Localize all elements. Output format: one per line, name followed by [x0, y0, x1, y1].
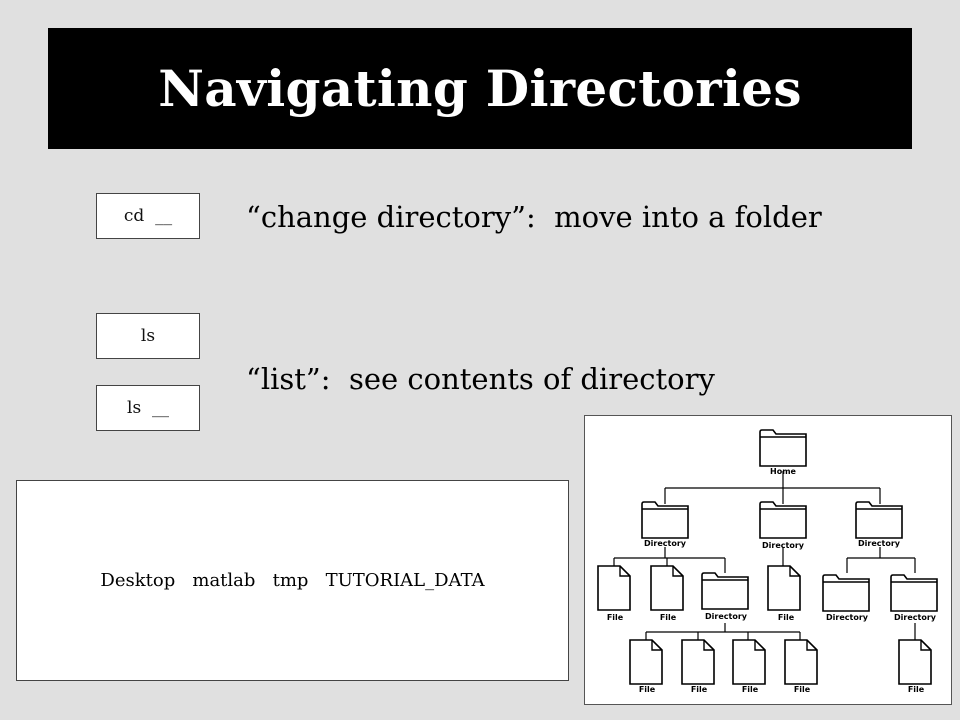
ls-description: “list”: see contents of directory	[246, 362, 715, 396]
ls-command-box: ls	[96, 313, 200, 359]
directory-folder-icon	[822, 574, 870, 612]
terminal-output-box: Desktop matlab tmp TUTORIAL_DATA	[16, 480, 569, 681]
directory-label: Directory	[894, 613, 937, 622]
title-bar: Navigating Directories	[48, 28, 912, 149]
terminal-output-text: Desktop matlab tmp TUTORIAL_DATA	[100, 570, 485, 591]
directory-label: Directory	[826, 613, 869, 622]
file-label: File	[794, 685, 811, 694]
cd-command-box: cd __	[96, 193, 200, 239]
directory-folder-icon	[855, 501, 903, 539]
directory-tree-svg: Home Directory Directory Directory File …	[597, 429, 938, 694]
file-icon	[767, 565, 801, 611]
directory-tree-diagram: Home Directory Directory Directory File …	[584, 415, 952, 705]
file-label: File	[778, 613, 795, 622]
directory-folder-icon	[759, 501, 807, 539]
directory-label: Directory	[705, 612, 748, 621]
home-label: Home	[770, 467, 797, 476]
file-label: File	[660, 613, 677, 622]
directory-folder-icon	[641, 501, 689, 539]
file-icon	[629, 639, 663, 685]
directory-folder-icon	[890, 574, 938, 612]
file-icon	[681, 639, 715, 685]
file-label: File	[691, 685, 708, 694]
file-label: File	[908, 685, 925, 694]
slide-title: Navigating Directories	[158, 59, 802, 118]
directory-folder-icon	[701, 572, 749, 610]
file-icon	[898, 639, 932, 685]
file-label: File	[607, 613, 624, 622]
directory-label: Directory	[858, 539, 901, 548]
file-icon	[650, 565, 684, 611]
ls-arg-command-box: ls __	[96, 385, 200, 431]
file-icon	[784, 639, 818, 685]
directory-label: Directory	[644, 539, 687, 548]
file-icon	[732, 639, 766, 685]
file-label: File	[639, 685, 656, 694]
cd-description: “change directory”: move into a folder	[246, 200, 822, 234]
directory-label: Directory	[762, 541, 805, 550]
file-label: File	[742, 685, 759, 694]
file-icon	[597, 565, 631, 611]
home-folder-icon	[759, 429, 807, 467]
